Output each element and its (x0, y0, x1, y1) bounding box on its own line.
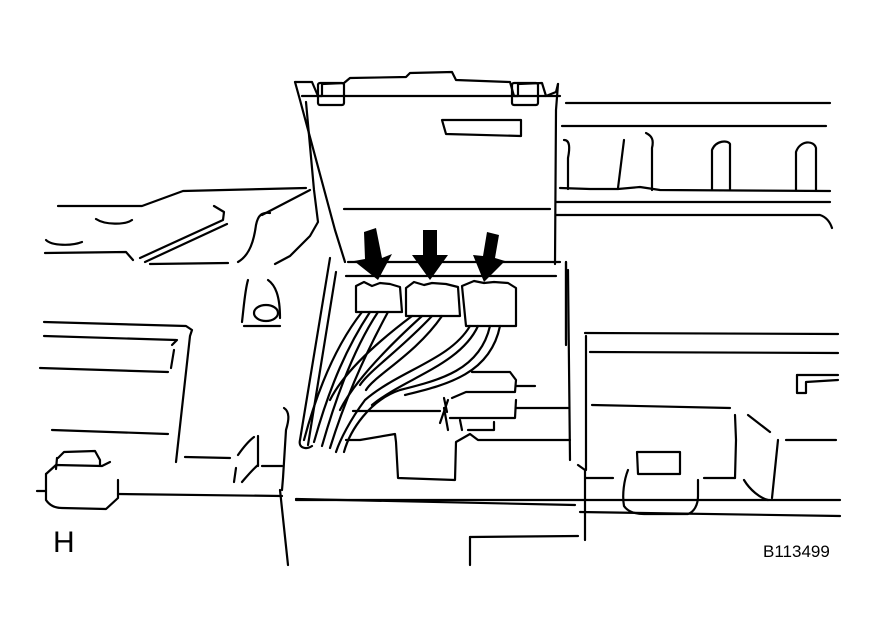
right-lower-structure (564, 260, 842, 518)
view-label: H (53, 526, 75, 559)
figure-code: B113499 (763, 542, 830, 561)
open-cover (273, 70, 562, 266)
arrow-2-icon (412, 230, 448, 280)
connector-1 (354, 280, 404, 314)
connector-2 (404, 280, 462, 318)
right-upper-ribs (554, 101, 834, 230)
arrow-3-icon (473, 232, 505, 282)
connectors (344, 260, 568, 342)
left-housing (38, 186, 312, 567)
arrows (354, 228, 505, 282)
connector-3 (460, 279, 518, 328)
arrow-1-icon (354, 228, 392, 280)
wire-harness (298, 256, 502, 454)
